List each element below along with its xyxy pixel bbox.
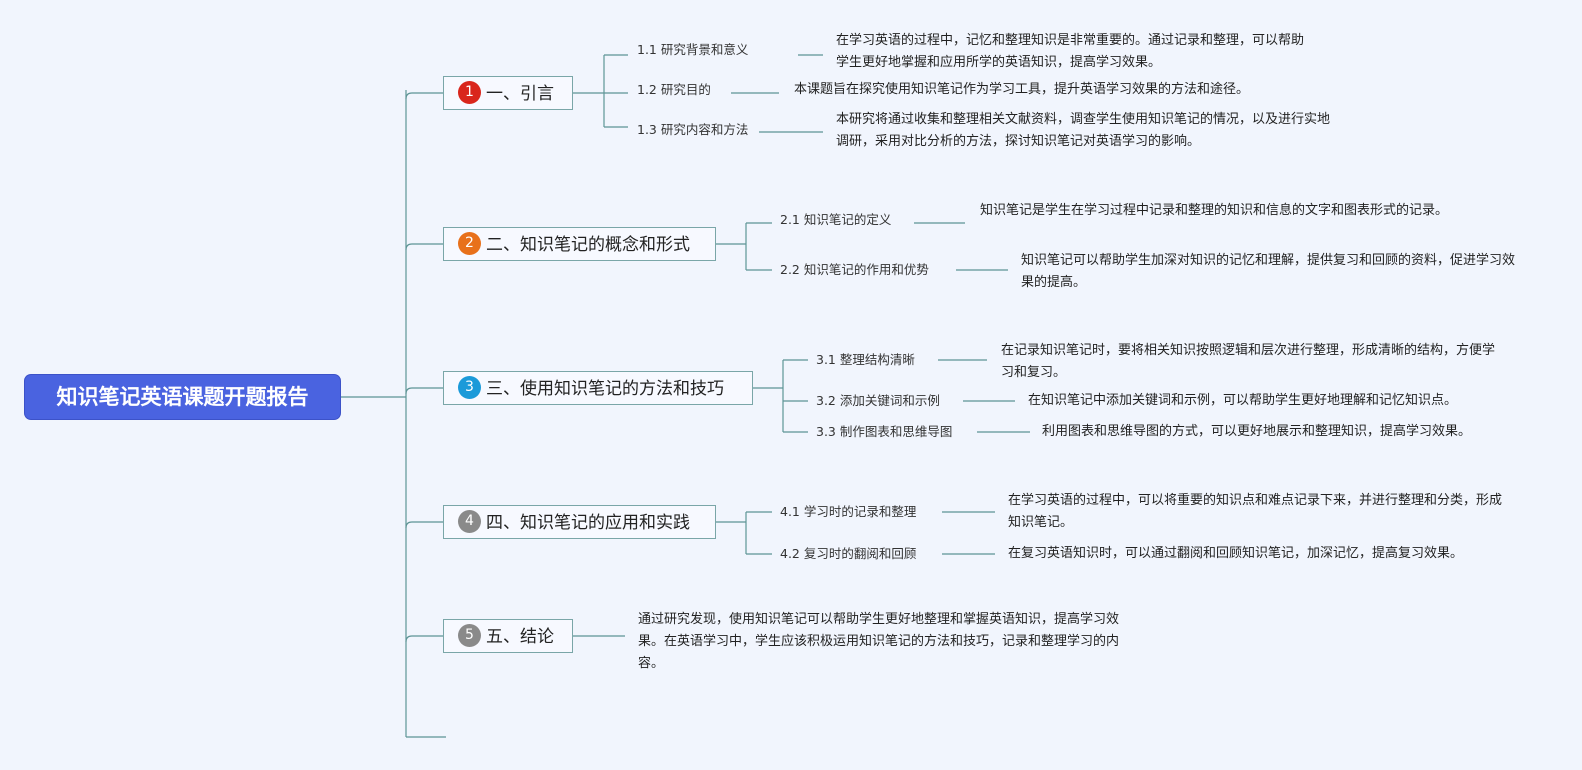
subtopic-4-2[interactable]: 4.2 复习时的翻阅和回顾 [780,546,917,561]
subtopic-2-1[interactable]: 2.1 知识笔记的定义 [780,212,892,227]
subtopic-3-3-desc: 利用图表和思维导图的方式，可以更好地展示和整理知识，提高学习效果。 [1042,424,1472,439]
number-badge-icon: 2 [458,232,481,255]
topic-label: 四、知识笔记的应用和实践 [486,513,690,533]
number-badge-icon: 1 [458,81,481,104]
subtopic-1-1-desc: 在学习英语的过程中，记忆和整理知识是非常重要的。通过记录和整理，可以帮助学生更好… [836,33,1305,70]
connector-topic-3 [405,387,443,395]
subtopic-4-1[interactable]: 4.1 学习时的记录和整理 [780,504,917,519]
topic-label: 三、使用知识笔记的方法和技巧 [486,379,724,399]
subtopic-4-2-desc: 在复习英语知识时，可以通过翻阅和回顾知识笔记，加深记忆，提高复习效果。 [1008,546,1464,561]
subtopic-2-1-desc: 知识笔记是学生在学习过程中记录和整理的知识和信息的文字和图表形式的记录。 [980,203,1449,218]
conclusion-desc: 通过研究发现，使用知识笔记可以帮助学生更好地整理和掌握英语知识，提高学习效果。在… [638,612,1120,671]
subtopic-3-1[interactable]: 3.1 整理结构清晰 [816,352,915,367]
subtopic-2-2-desc: 知识笔记可以帮助学生加深对知识的记忆和理解，提供复习和回顾的资料，促进学习效果的… [1021,253,1516,290]
subtopic-3-2[interactable]: 3.2 添加关键词和示例 [816,393,940,408]
connector-topic-4 [405,521,443,529]
subtopic-4-1-desc: 在学习英语的过程中，可以将重要的知识点和难点记录下来，并进行整理和分类，形成知识… [1008,493,1503,530]
topic-label: 二、知识笔记的概念和形式 [486,235,690,255]
subtopic-1-2-desc: 本课题旨在探究使用知识笔记作为学习工具，提升英语学习效果的方法和途径。 [794,82,1250,97]
subtopic-1-2[interactable]: 1.2 研究目的 [637,82,711,97]
topic-label: 一、引言 [486,84,554,104]
subtopic-2-2[interactable]: 2.2 知识笔记的作用和优势 [780,262,929,277]
number-badge-icon: 5 [458,624,481,647]
subtopic-1-1[interactable]: 1.1 研究背景和意义 [637,42,749,57]
connector-topic-2 [405,243,443,251]
subtopic-1-3[interactable]: 1.3 研究内容和方法 [637,122,749,137]
subtopic-3-1-desc: 在记录知识笔记时，要将相关知识按照逻辑和层次进行整理，形成清晰的结构，方便学习和… [1001,343,1496,380]
connector-topic-5 [405,635,443,643]
connector-topic-1 [405,92,443,100]
subtopic-3-3[interactable]: 3.3 制作图表和思维导图 [816,424,953,439]
number-badge-icon: 4 [458,510,481,533]
subtopic-1-3-desc: 本研究将通过收集和整理相关文献资料，调查学生使用知识笔记的情况，以及进行实地调研… [836,112,1331,149]
root-topic[interactable]: 知识笔记英语课题开题报告 [25,375,340,419]
subtopic-3-2-desc: 在知识笔记中添加关键词和示例，可以帮助学生更好地理解和记忆知识点。 [1028,393,1458,408]
topic-label: 五、结论 [486,627,554,647]
number-badge-icon: 3 [458,376,481,399]
